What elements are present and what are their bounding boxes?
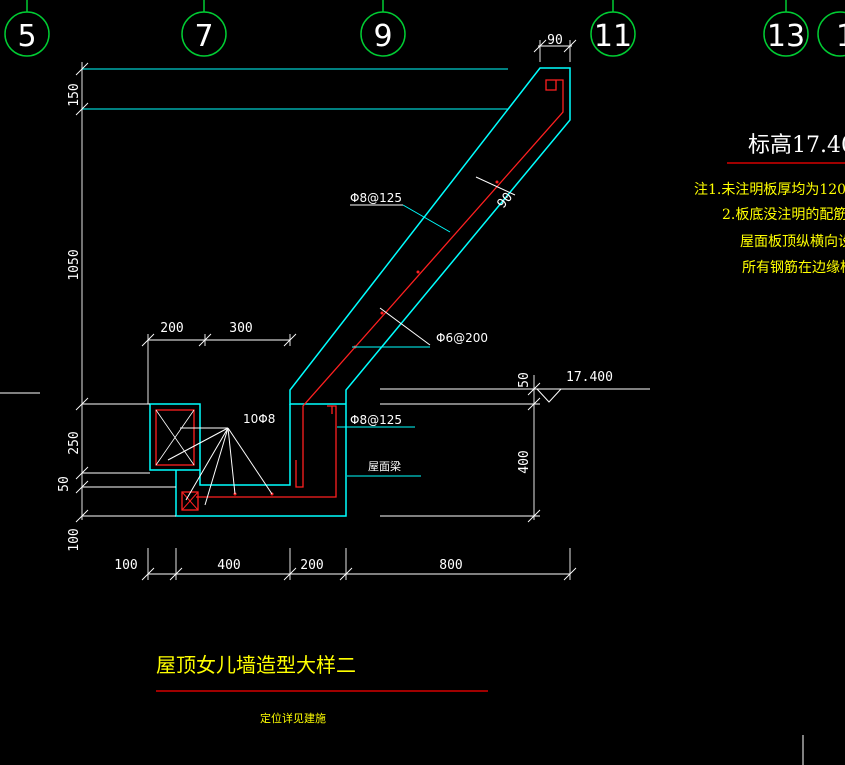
elevation-marker: 17.400 (536, 370, 613, 403)
dim-300-top: 300 (229, 321, 252, 336)
dim-200-top: 200 (160, 321, 183, 336)
dim-150: 150 (67, 83, 82, 106)
label-slope-main: Φ8@125 (350, 191, 402, 205)
axis-marker-9: 9 (360, 0, 406, 57)
axis-label-7: 7 (194, 19, 213, 54)
dim-100-h: 100 (114, 558, 137, 573)
gutter-stirrup (155, 409, 195, 466)
axis-label-partial: 1 (836, 19, 845, 54)
dim-100-v: 100 (67, 528, 82, 551)
dim-50-right: 50 (517, 372, 532, 388)
dim-800-h: 800 (439, 558, 462, 573)
concrete-outline (149, 67, 571, 517)
title-block: 屋顶女儿墙造型大样二 定位详见建施 (156, 653, 488, 725)
gutter-inner (199, 404, 291, 486)
axis-label-9: 9 (373, 19, 392, 54)
label-slope-dist: Φ6@200 (436, 331, 488, 345)
rebar-labels: Φ8@125 Φ6@200 Φ8@125 10Φ8 屋面梁 (243, 191, 488, 473)
label-roof-beam: 屋面梁 (368, 459, 401, 473)
slope-rebar (295, 79, 564, 488)
notes-block: 标高17.400 注1.未注明板厚均为120mm, 2.板底没注明的配筋为Φ 屋… (694, 133, 845, 276)
axis-marker-7: 7 (181, 0, 227, 57)
dim-50: 50 (57, 476, 72, 492)
leader-lines (167, 176, 516, 506)
dimension-texts: 90 90 150 1050 250 50 100 400 50 200 300… (57, 33, 563, 573)
note-line-2: 2.板底没注明的配筋为Φ (722, 206, 845, 223)
dim-slope-90: 90 (495, 190, 517, 212)
axis-marker-13: 13 (763, 0, 809, 57)
axis-markers: 5 7 9 11 13 1 (4, 0, 845, 57)
dim-400-h: 400 (217, 558, 240, 573)
drawing-subtitle: 定位详见建施 (260, 711, 326, 725)
axis-label-13: 13 (767, 19, 805, 54)
label-beam-stirrup: Φ8@125 (350, 413, 402, 427)
dim-250: 250 (67, 431, 82, 454)
label-gutter-bars: 10Φ8 (243, 412, 275, 426)
dimension-lines (75, 39, 650, 581)
axis-marker-1: 1 (817, 11, 845, 57)
rebar (155, 79, 564, 511)
drawing-title: 屋顶女儿墙造型大样二 (156, 653, 356, 677)
parapet-outline (175, 67, 571, 517)
note-line-1: 注1.未注明板厚均为120mm, (694, 182, 845, 198)
axis-marker-11: 11 (590, 0, 636, 57)
elevation-value: 17.400 (566, 370, 613, 385)
axis-marker-5: 5 (4, 0, 50, 57)
dim-200-h: 200 (300, 558, 323, 573)
dim-top-90: 90 (547, 33, 563, 48)
reference-lines (0, 68, 804, 765)
axis-label-5: 5 (17, 19, 36, 54)
dim-1050: 1050 (67, 249, 82, 280)
corner-stirrup (181, 491, 199, 511)
dim-400-v: 400 (517, 450, 532, 473)
note-line-3: 屋面板顶纵横向设Φ6 (740, 234, 845, 250)
elevation-header: 标高17.400 (748, 133, 845, 158)
note-line-4: 所有钢筋在边缘构件另 (742, 259, 845, 276)
axis-label-11: 11 (594, 19, 632, 54)
